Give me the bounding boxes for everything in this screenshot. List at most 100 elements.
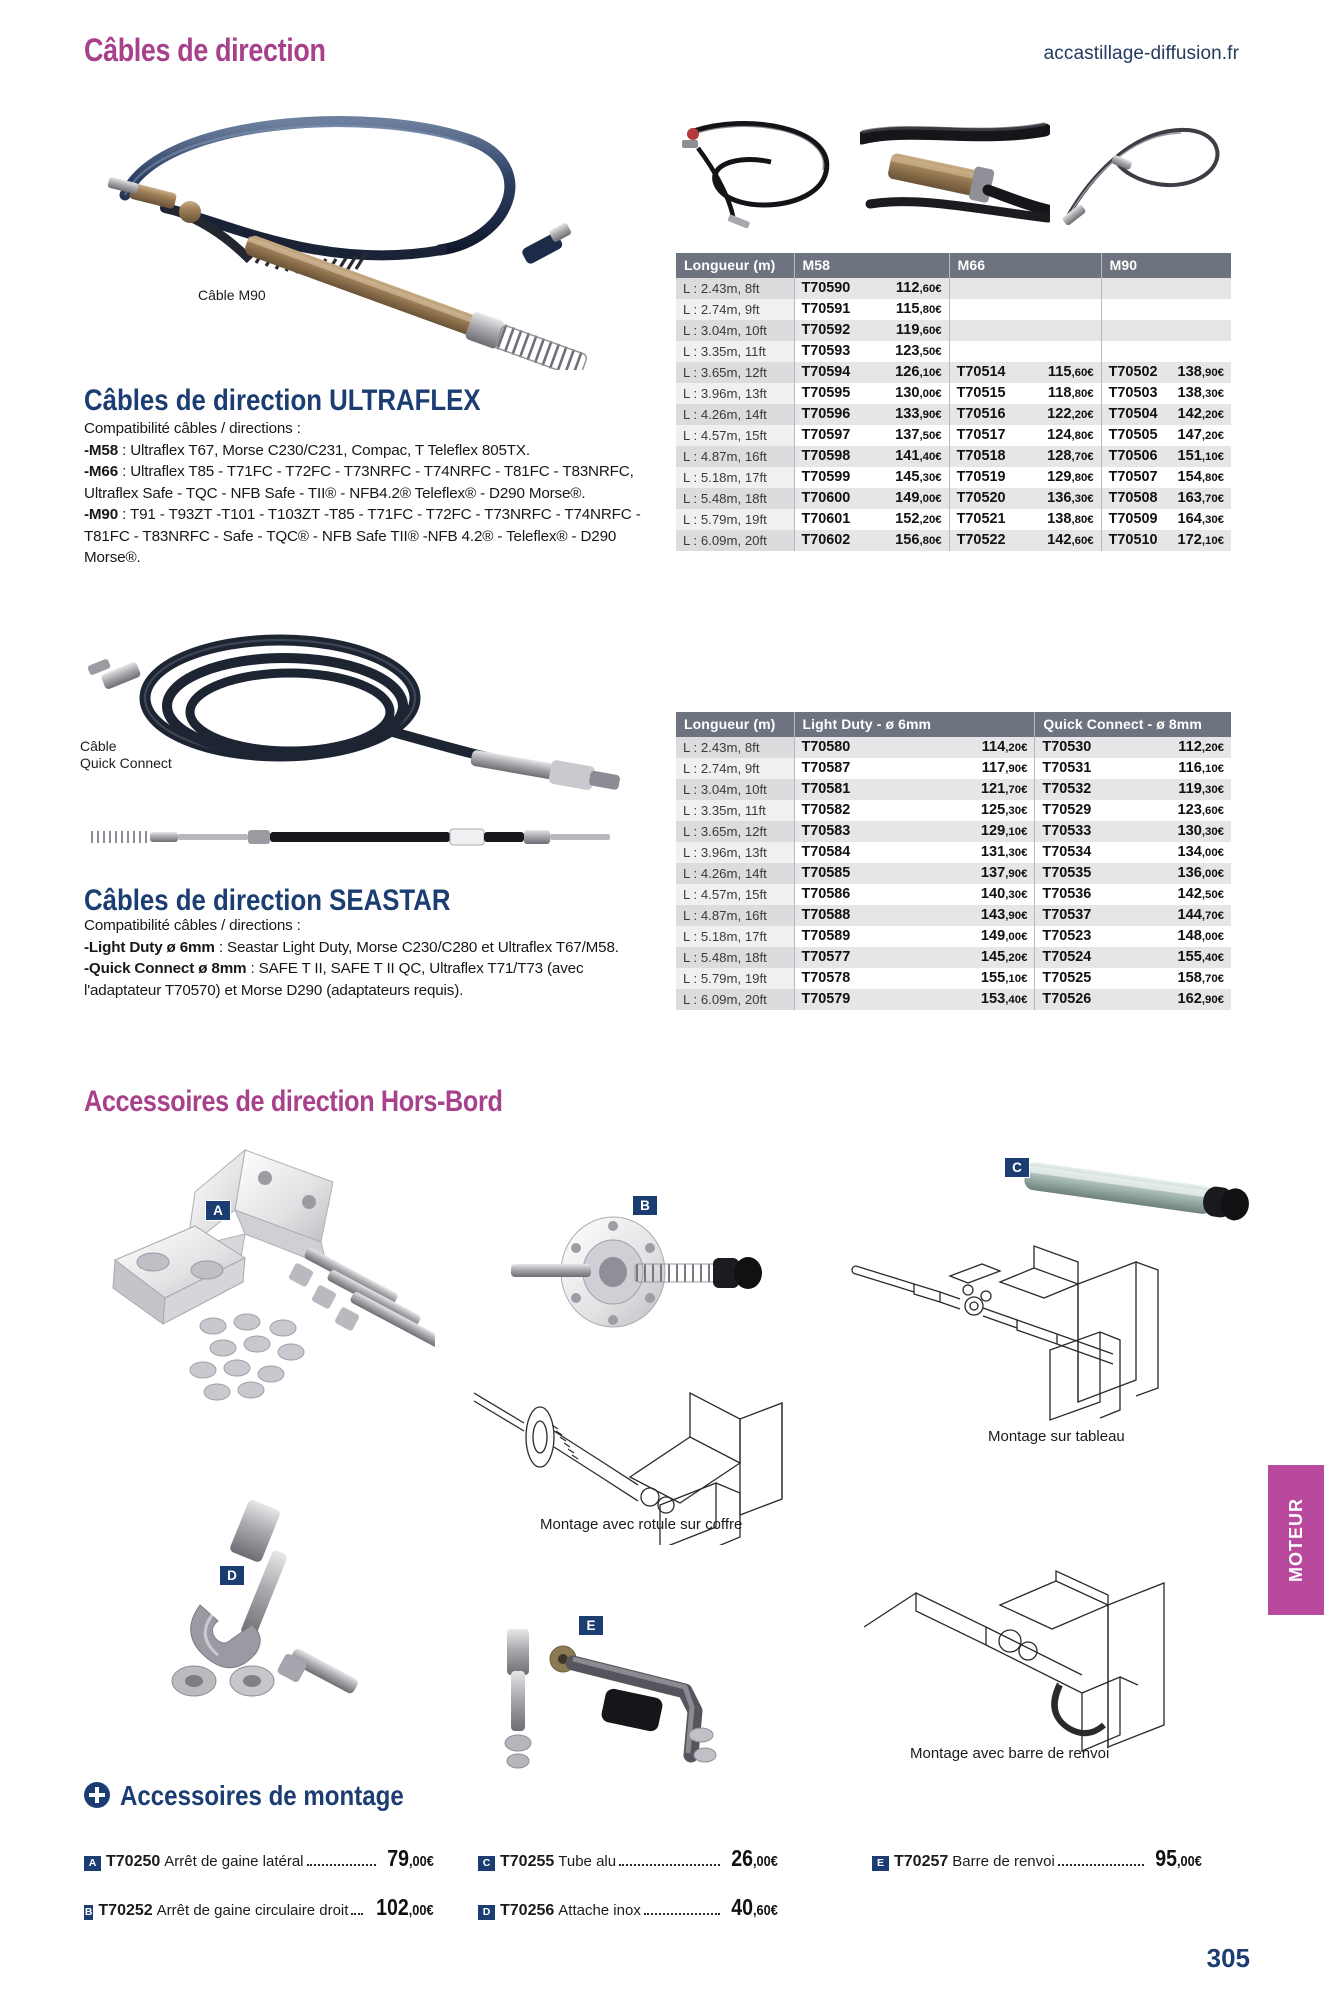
cable-detail-photo-3 <box>1062 127 1220 226</box>
cell-qc-ref: T70537 <box>1034 905 1136 926</box>
accessory-c-photo <box>1024 1162 1249 1221</box>
cell-qc-ref: T70529 <box>1034 800 1136 821</box>
cell-ld-ref: T70578 <box>793 968 917 989</box>
montage-ref: T70250 <box>106 1853 161 1870</box>
cell-qc-price: 155,40€ <box>1135 947 1231 968</box>
cell-ld-ref: T70579 <box>793 989 917 1010</box>
seastar-qc-text: : SAFE T II, SAFE T II QC, Ultraflex T71… <box>84 960 584 999</box>
cell-m58-price: 126,10€ <box>872 362 950 383</box>
caption-montage-tableau: Montage sur tableau <box>988 1428 1125 1445</box>
cell-m66-ref: T70521 <box>948 509 1027 530</box>
cell-ld-price: 121,70€ <box>916 779 1035 800</box>
cell-qc-price: 123,60€ <box>1177 802 1224 818</box>
section-tab-label: MOTEUR <box>1285 1498 1306 1582</box>
accessory-d-photo <box>171 1500 358 1697</box>
cell-m90-ref <box>1100 299 1168 320</box>
badge-e: E <box>578 1615 604 1636</box>
cell-m58-ref: T70598 <box>793 446 873 467</box>
badge-d: D <box>219 1565 245 1586</box>
cell-m58-price: 156,80€ <box>872 530 950 551</box>
ultraflex-m66-text: : Ultraflex T85 - T71FC - T72FC - T73NRF… <box>84 463 634 502</box>
cell-length: L : 3.04m, 10ft <box>676 779 794 800</box>
cell-qc-ref: T70524 <box>1034 947 1136 968</box>
montage-price: 40,60€ <box>731 1894 778 1920</box>
cell-length: L : 3.35m, 11ft <box>676 800 794 821</box>
cell-ld-ref: T70582 <box>793 800 917 821</box>
badge-b: B <box>632 1195 658 1216</box>
cell-length: L : 6.09m, 20ft <box>676 530 794 551</box>
cell-length: L : 5.18m, 17ft <box>676 467 794 488</box>
cell-m66-ref: T70522 <box>948 530 1027 551</box>
montage-renvoi-drawing <box>863 1569 1165 1752</box>
cell-ld-ref: T70580 <box>793 737 917 758</box>
ultraflex-compat-line: -M58 : Ultraflex T67, Morse C230/C231, C… <box>84 440 644 462</box>
cell-length: L : 5.79m, 19ft <box>676 509 794 530</box>
cell-m90-price: 142,20€ <box>1167 404 1231 425</box>
ultraflex-m58-key: -M58 <box>84 441 119 459</box>
cell-m58-ref: T70594 <box>793 362 873 383</box>
cell-m66-ref <box>948 278 1027 299</box>
cell-length: L : 3.96m, 13ft <box>676 842 794 863</box>
seastar-compat-line: -Light Duty ø 6mm : Seastar Light Duty, … <box>84 937 644 959</box>
montage-heading: Accessoires de montage <box>120 1780 404 1811</box>
cell-ld-price: 117,90€ <box>981 760 1028 776</box>
leader-dots <box>351 1913 364 1915</box>
section-tab-moteur[interactable]: MOTEUR <box>1268 1465 1324 1615</box>
cell-qc-ref: T70530 <box>1034 737 1136 758</box>
ultraflex-compat-block: Compatibilité câbles / directions : -M58… <box>84 418 644 569</box>
seastar-ld-text: : Seastar Light Duty, Morse C230/C280 et… <box>214 938 619 956</box>
cell-m90-price: 172,10€ <box>1167 530 1231 551</box>
cell-qc-price: 116,10€ <box>1178 760 1224 776</box>
cell-ld-price: 131,30€ <box>980 844 1028 860</box>
cell-m90-price <box>1167 320 1231 341</box>
ultraflex-m66-key: -M66 <box>84 463 119 480</box>
cable-detail-photo-2 <box>860 122 1050 223</box>
cell-m66-price <box>1026 320 1102 341</box>
montage-price: 102,00€ <box>376 1894 434 1920</box>
cell-m58-price: 141,40€ <box>872 446 950 467</box>
cell-qc-price: 144,70€ <box>1135 905 1231 926</box>
th-longueur: Longueur (m) <box>676 712 794 737</box>
cell-m90-price <box>1167 278 1231 299</box>
cell-qc-price: 162,90€ <box>1135 989 1231 1010</box>
cable-straight-photo <box>91 828 610 846</box>
cell-ld-ref: T70583 <box>793 821 917 842</box>
cable-m90-photo <box>107 116 588 370</box>
cell-length: L : 4.26m, 14ft <box>676 863 794 884</box>
cell-m58-ref: T70596 <box>793 404 873 425</box>
cell-m58-price: 149,00€ <box>872 488 950 509</box>
cell-ld-ref: T70587 <box>793 758 917 779</box>
cell-ld-price: 125,30€ <box>980 802 1028 818</box>
cell-m58-price: 145,30€ <box>895 469 942 485</box>
cell-ld-price: 145,20€ <box>916 947 1035 968</box>
cell-m66-ref <box>948 320 1027 341</box>
cell-m90-price: 164,30€ <box>1177 511 1224 527</box>
cell-m90-ref: T70504 <box>1100 404 1168 425</box>
accessories-heading: Accessoires de direction Hors-Bord <box>84 1085 503 1118</box>
cell-qc-price: 130,30€ <box>1135 821 1231 842</box>
cell-ld-price: 155,10€ <box>980 970 1028 986</box>
cell-qc-price: 136,00€ <box>1135 863 1231 884</box>
cell-qc-price: 119,30€ <box>1135 779 1231 800</box>
seastar-compat-label: Compatibilité câbles / directions : <box>84 917 301 934</box>
cell-ld-ref: T70585 <box>793 863 917 884</box>
cell-m90-ref: T70505 <box>1100 425 1168 446</box>
cell-length: L : 5.48m, 18ft <box>676 947 794 968</box>
cell-ld-ref: T70588 <box>793 905 917 926</box>
badge-a: A <box>205 1200 231 1221</box>
badge-d: D <box>478 1904 495 1920</box>
cable-qc-caption: Câble Quick Connect <box>80 738 172 772</box>
cable-detail-photo-1 <box>682 120 830 229</box>
